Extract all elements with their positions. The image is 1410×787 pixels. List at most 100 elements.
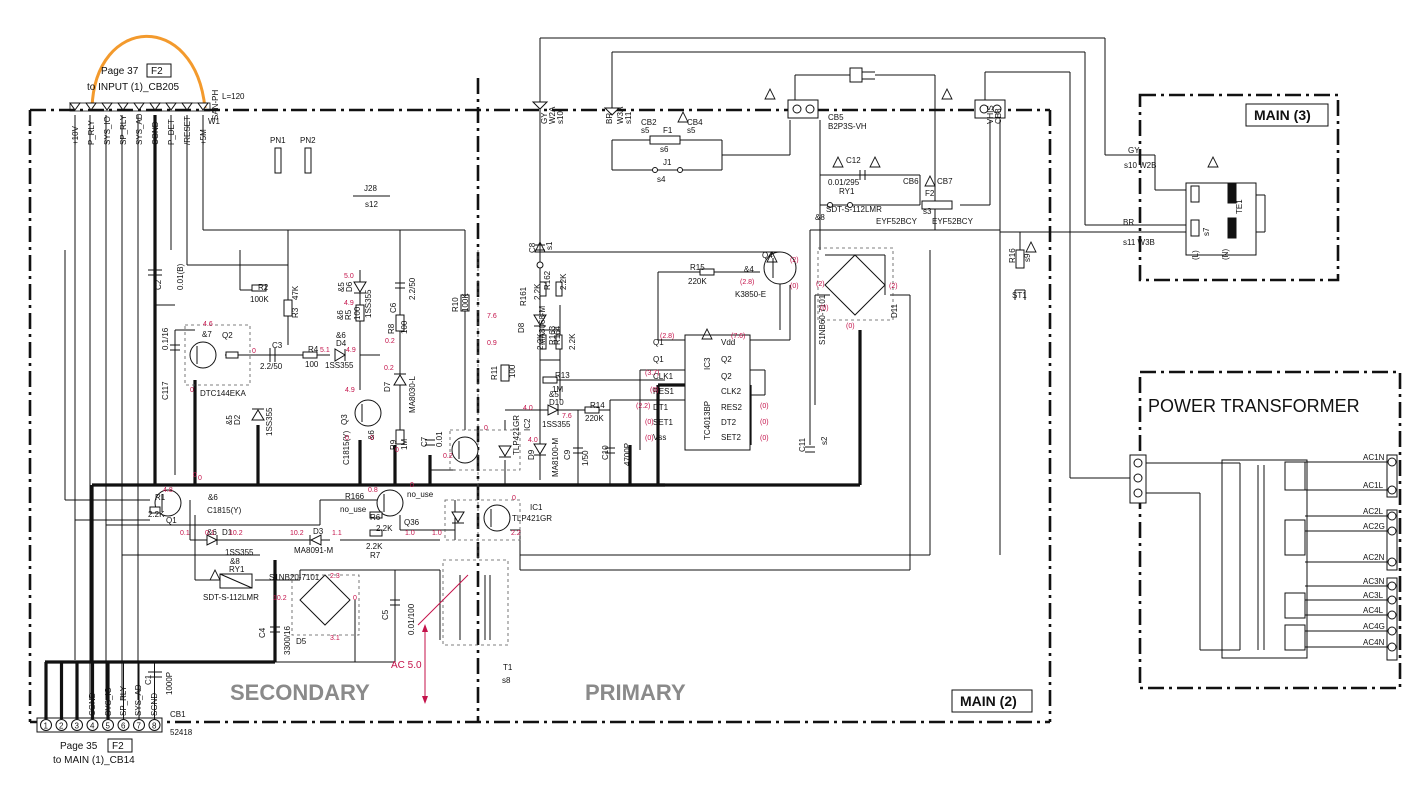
bottom-pin-circle <box>148 719 161 731</box>
voltage-reading: 4.8 <box>163 487 173 494</box>
ic3-pin-left: CLK1 <box>653 372 674 381</box>
transformer-pin <box>1387 511 1397 521</box>
q3p-label: C1815(Y) <box>342 430 351 465</box>
transformer-pin-label: AC1L <box>1363 481 1384 490</box>
voltage-reading: (0) <box>846 323 855 330</box>
d6n-label: &5 <box>337 282 346 292</box>
bottom-pin-number: 1 <box>44 722 49 731</box>
c3v-label: 2.2/50 <box>260 362 283 371</box>
ry1-label: RY1 <box>229 565 245 574</box>
d3-label: D3 <box>313 527 324 536</box>
warning-icon <box>1025 240 1037 253</box>
q2n-label: &7 <box>202 330 212 339</box>
voltage-reading: 0 <box>370 435 374 442</box>
bottom-pin-label: CGND <box>88 692 97 716</box>
bottom-pin-circle <box>86 719 99 731</box>
voltage-reading: 0.9 <box>487 340 497 347</box>
voltage-reading: 0 <box>198 475 202 482</box>
transformer-pin <box>1387 485 1397 495</box>
transformer-pin <box>1387 610 1397 620</box>
r2-label: R2 <box>258 283 269 292</box>
highlight-arc <box>90 34 207 109</box>
br3-label: BR <box>1123 218 1134 227</box>
ic3p-label: TC4013BP <box>703 401 712 440</box>
t1-label: T1 <box>503 663 513 672</box>
d6-label: D6 <box>345 281 354 292</box>
ry1bn-label: &8 <box>815 213 825 222</box>
bottom-pin-circle <box>55 719 68 731</box>
voltage-reading: 2.3 <box>330 573 340 580</box>
r15-label: R15 <box>690 263 705 272</box>
connector-wires <box>74 115 465 700</box>
d10-label: D10 <box>549 398 564 407</box>
pn2-label: PN2 <box>300 136 316 145</box>
ac-measure-label: AC 5.0 <box>391 660 422 671</box>
r10-label: R10 <box>451 297 460 312</box>
d2n-label: &5 <box>225 415 234 425</box>
bottom-target: to MAIN (1)_CB14 <box>53 755 135 766</box>
voltage-reading: 4.0 <box>523 405 533 412</box>
s11a-label: s11 <box>624 111 633 124</box>
main3-board-outline <box>1138 93 1340 282</box>
voltage-reading: (2) <box>889 283 898 290</box>
c1v-label: 1000P <box>165 672 174 695</box>
q2p-label: DTC144EKA <box>200 389 246 398</box>
voltage-reading: (0) <box>645 435 654 442</box>
voltage-reading: 3.1 <box>330 635 340 642</box>
r6v-label: 2.2K <box>376 524 393 533</box>
br-label: BR <box>605 113 614 124</box>
bottom-pin-number: 5 <box>106 722 111 731</box>
top-type: SAN-PH <box>211 90 220 120</box>
transformer-pin <box>1387 457 1397 467</box>
secondary-zone-label: SECONDARY <box>230 680 370 705</box>
voltage-reading: 5.0 <box>344 273 354 280</box>
voltage-reading: 4.0 <box>528 437 538 444</box>
c1-label: C1 <box>144 674 153 685</box>
w2a-label: W2A <box>548 106 557 124</box>
f2p2-label: EYF52BCY <box>932 217 974 226</box>
r8-label: R8 <box>387 323 396 334</box>
ic3-pin-right: CLK2 <box>721 387 742 396</box>
r3-label: R3 <box>291 307 300 318</box>
voltage-reading: (0) <box>760 419 769 426</box>
r162-label: R162 <box>543 270 552 290</box>
ry1bp-label: SDT-S-112LMR <box>826 205 882 214</box>
c9-label: C9 <box>563 449 572 460</box>
r6-label: R6 <box>370 513 381 522</box>
voltage-reading: (2) <box>816 281 825 288</box>
transformer-pin <box>1387 557 1397 567</box>
cb7-label: CB7 <box>937 177 953 186</box>
transformer-pin-label: AC3N <box>1363 577 1385 586</box>
r4-label: R4 <box>308 345 319 354</box>
voltage-reading: 10.2 <box>290 530 304 537</box>
main3-box <box>1245 103 1329 127</box>
power-transformer-outline <box>1138 370 1402 690</box>
bottom-cb-name: CB1 <box>170 710 186 719</box>
r162v-label: 2.2K <box>559 273 568 290</box>
q4p-label: K3850-E <box>735 290 766 299</box>
d1n-label: &6 <box>207 528 217 537</box>
r7-label: R7 <box>370 551 381 560</box>
pn1-label: PN1 <box>270 136 286 145</box>
s9-label: s9 <box>1023 253 1032 262</box>
voltage-reading: (0) <box>650 387 659 394</box>
voltage-reading: (0) <box>760 403 769 410</box>
voltage-reading: 0.8 <box>368 487 378 494</box>
ic3-pin-left: SET1 <box>653 418 674 427</box>
c4-label: C4 <box>258 627 267 638</box>
warning-icon <box>869 155 881 168</box>
transformer-pin-label: AC4G <box>1363 622 1385 631</box>
s7-label: s7 <box>1202 227 1211 236</box>
bottom-pin-number: 4 <box>90 722 95 731</box>
primary-components <box>444 67 1266 541</box>
voltage-reading: 0 <box>410 482 414 489</box>
c117v-label: 0.1/16 <box>161 327 170 350</box>
c10-label: C10 <box>601 445 610 460</box>
vhis-label: VHIS <box>986 105 995 124</box>
warning-icon <box>832 155 844 168</box>
r2v-label: 100K <box>250 295 269 304</box>
voltage-reading: 0.1 <box>205 530 215 537</box>
q2-label: Q2 <box>222 331 233 340</box>
bottom-pin-label: SP_RLY <box>119 685 128 716</box>
bottom-pin-circle <box>117 719 130 731</box>
